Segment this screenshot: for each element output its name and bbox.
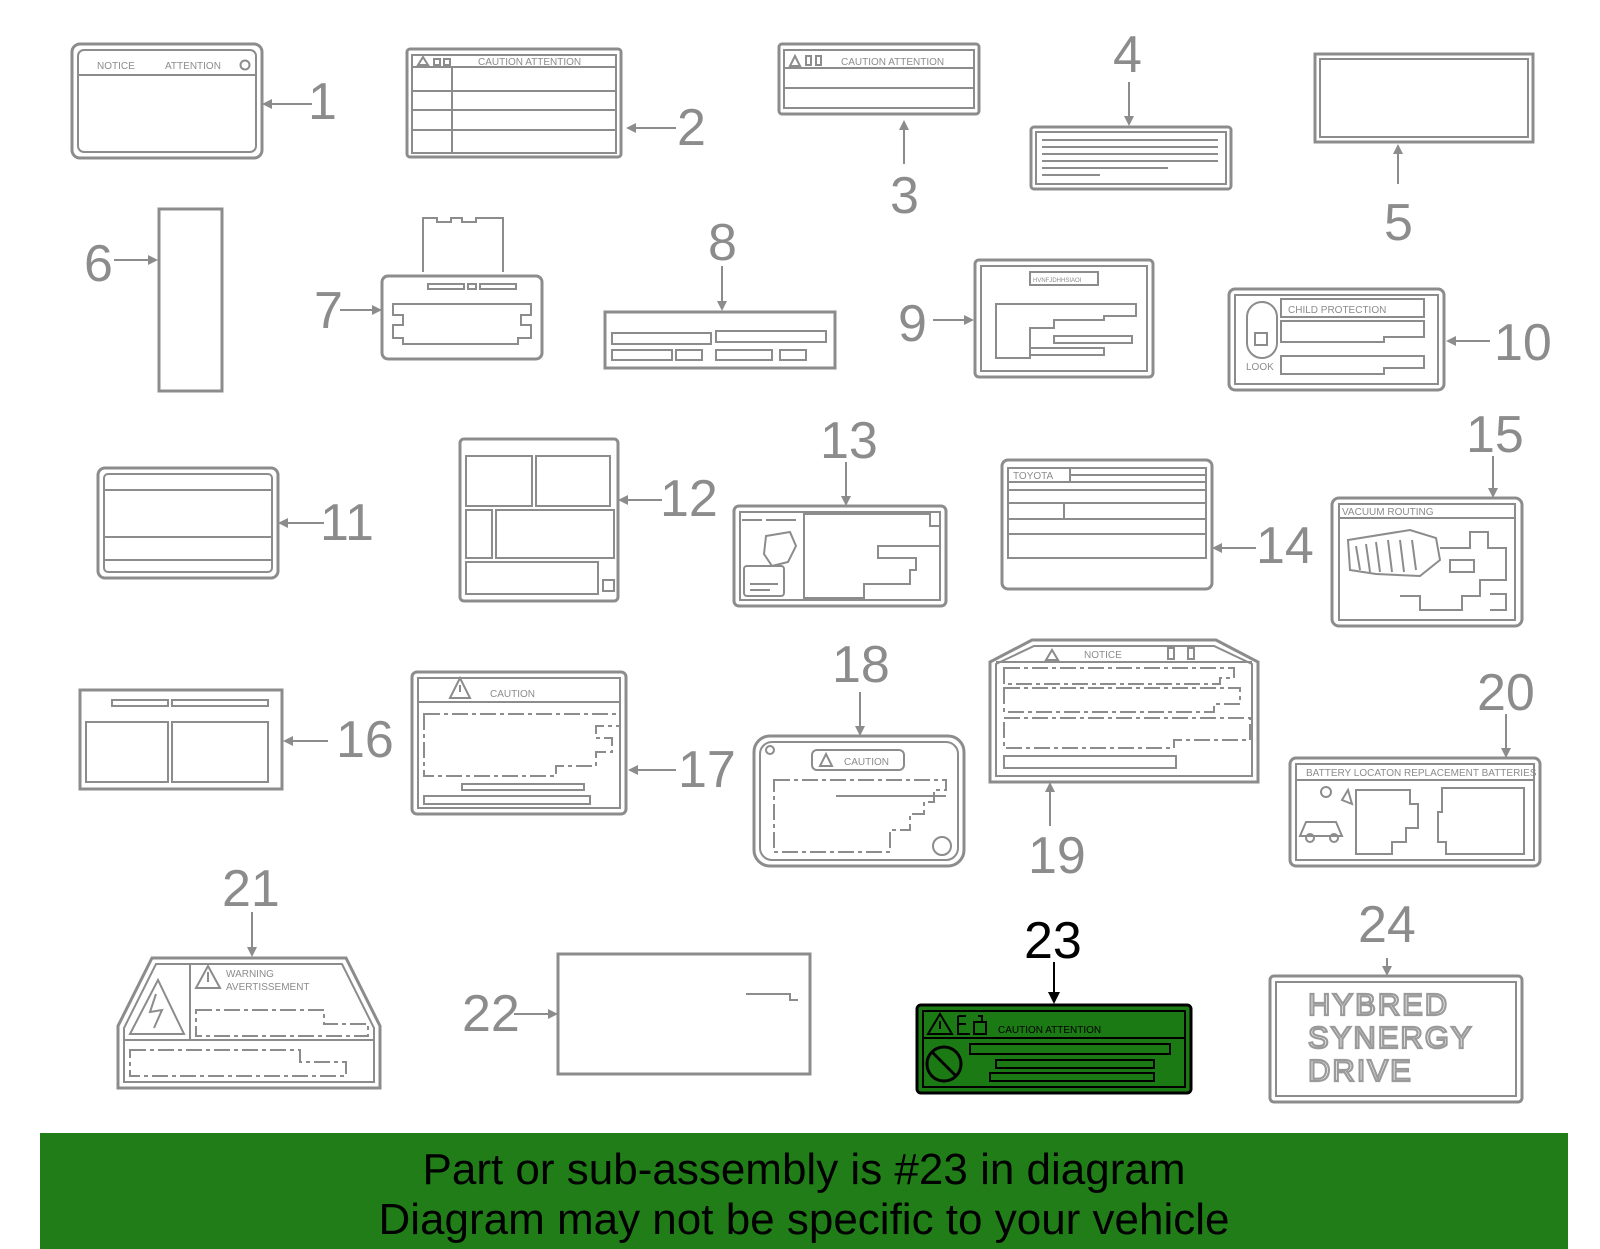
label-19[interactable]: NOTICE [988,638,1260,784]
label-14[interactable]: TOYOTA [1000,458,1214,591]
callout-16: 16 [336,711,394,769]
label-21-warning-text: WARNING [226,969,274,980]
label-1-attention-text: ATTENTION [165,61,221,72]
banner-line-1: Part or sub-assembly is #23 in diagram [422,1145,1186,1194]
callout-17: 17 [678,741,736,799]
label-2[interactable]: CAUTION ATTENTION [405,47,623,159]
label-5[interactable] [1313,52,1535,144]
label-7[interactable] [380,217,544,361]
callout-14: 14 [1256,517,1314,575]
label-4[interactable] [1029,125,1233,191]
label-10[interactable]: LOOK CHILD PROTECTION [1227,287,1446,392]
callout-2: 2 [677,99,706,157]
label-14-toyota-text: TOYOTA [1013,471,1054,482]
label-17-caution-text: CAUTION [490,689,535,700]
label-10-child-text: CHILD PROTECTION [1288,305,1386,316]
label-1[interactable]: NOTICE ATTENTION [70,42,264,160]
callout-6: 6 [84,235,113,293]
label-18[interactable]: CAUTION [752,734,966,868]
label-1-notice-text: NOTICE [97,61,135,72]
label-3[interactable]: CAUTION ATTENTION [777,42,981,116]
label-11[interactable] [96,466,280,580]
callout-15: 15 [1466,406,1524,464]
label-23-header-text: CAUTION ATTENTION [998,1025,1101,1036]
label-6[interactable] [157,207,224,393]
label-20-header-text: BATTERY LOCATON REPLACEMENT BATTERIES [1306,768,1537,779]
callout-9: 9 [898,295,927,353]
label-12[interactable] [458,437,620,603]
callout-12: 12 [660,470,718,528]
label-23-highlighted[interactable]: CAUTION ATTENTION [915,1003,1193,1095]
label-21-avertissement-text: AVERTISSEMENT [226,982,310,993]
callout-20: 20 [1477,664,1535,722]
label-24[interactable]: HYBRED SYNERGY DRIVE [1268,974,1524,1104]
label-18-caution-text: CAUTION [844,757,889,768]
info-banner: Part or sub-assembly is #23 in diagram D… [40,1133,1568,1249]
label-16[interactable] [78,688,284,791]
callout-22: 22 [462,985,520,1043]
label-24-line3-text: DRIVE [1308,1053,1413,1088]
callout-10: 10 [1494,314,1552,372]
callout-1: 1 [308,73,337,131]
callout-11: 11 [320,494,374,552]
callout-7: 7 [314,282,343,340]
label-2-header-text: CAUTION ATTENTION [478,57,581,68]
label-9-code-text: HVNFJDHHSIAOI [1033,278,1082,284]
callout-8: 8 [708,214,737,272]
label-24-line2-text: SYNERGY [1308,1020,1474,1055]
callout-18: 18 [832,636,890,694]
label-22[interactable] [556,952,812,1076]
callout-5: 5 [1384,194,1413,252]
label-8[interactable] [603,310,837,370]
label-21[interactable]: WARNING AVERTISSEMENT [116,956,382,1090]
callout-24: 24 [1358,896,1416,954]
callout-21: 21 [222,860,280,918]
callout-19: 19 [1028,827,1086,885]
label-15-vacuum-text: VACUUM ROUTING [1342,507,1434,518]
label-3-header-text: CAUTION ATTENTION [841,57,944,68]
callout-13: 13 [820,412,878,470]
label-13[interactable] [732,504,948,608]
label-17[interactable]: CAUTION [410,670,628,816]
callout-23: 23 [1024,912,1082,970]
label-10-look-text: LOOK [1246,362,1274,373]
label-15[interactable]: VACUUM ROUTING [1330,496,1524,628]
callout-3: 3 [890,167,919,225]
label-9[interactable]: HVNFJDHHSIAOI [973,258,1155,379]
label-20[interactable]: BATTERY LOCATON REPLACEMENT BATTERIES [1288,756,1542,868]
label-24-line1-text: HYBRED [1308,987,1449,1022]
callout-4: 4 [1113,26,1142,84]
banner-line-2: Diagram may not be specific to your vehi… [378,1195,1230,1244]
label-19-notice-text: NOTICE [1084,650,1122,661]
